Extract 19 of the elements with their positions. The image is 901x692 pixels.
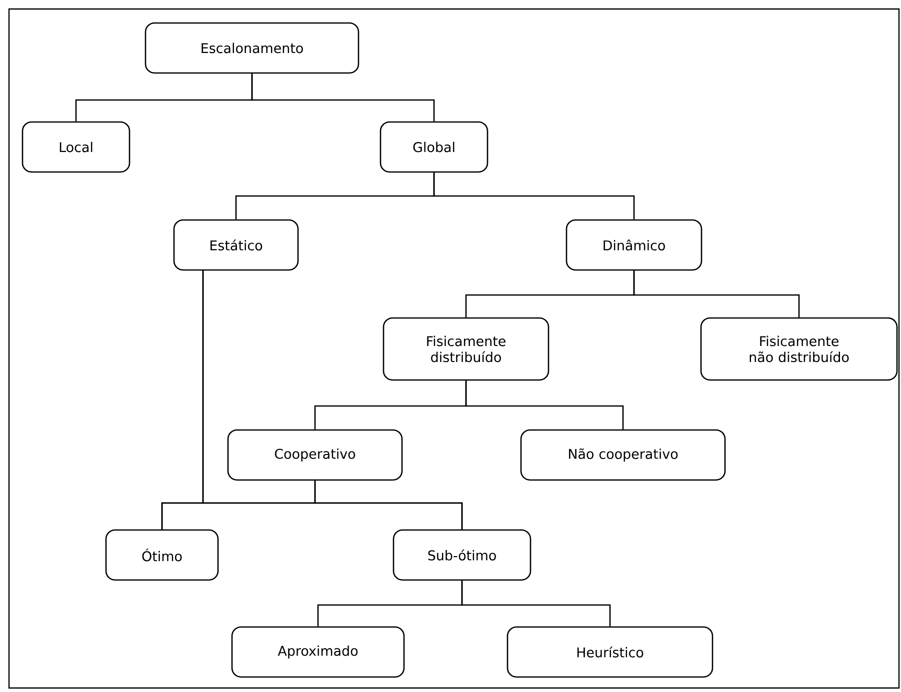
connector-line xyxy=(251,74,435,122)
connector-line xyxy=(433,172,635,220)
connector-line xyxy=(314,480,463,530)
taxonomy-box: Sub-ótimo xyxy=(392,529,532,581)
taxonomy-box: Local xyxy=(22,121,130,173)
connector-line xyxy=(465,380,624,430)
taxonomy-box: Cooperativo xyxy=(227,429,403,481)
taxonomy-box: Estático xyxy=(173,219,299,271)
taxonomy-box: Fisicamente não distribuído xyxy=(700,317,898,381)
taxonomy-box: Global xyxy=(380,121,488,173)
taxonomy-box: Aproximado xyxy=(231,626,405,678)
taxonomy-box: Fisicamente distribuído xyxy=(382,317,550,381)
connector-line xyxy=(461,580,611,626)
connector-line xyxy=(633,270,800,318)
taxonomy-box: Ótimo xyxy=(105,529,219,581)
taxonomy-box: Não cooperativo xyxy=(520,429,726,481)
taxonomy-box: Dinâmico xyxy=(566,219,702,271)
taxonomy-box: Escalonamento xyxy=(144,22,360,74)
taxonomy-box: Heurístico xyxy=(506,626,714,678)
